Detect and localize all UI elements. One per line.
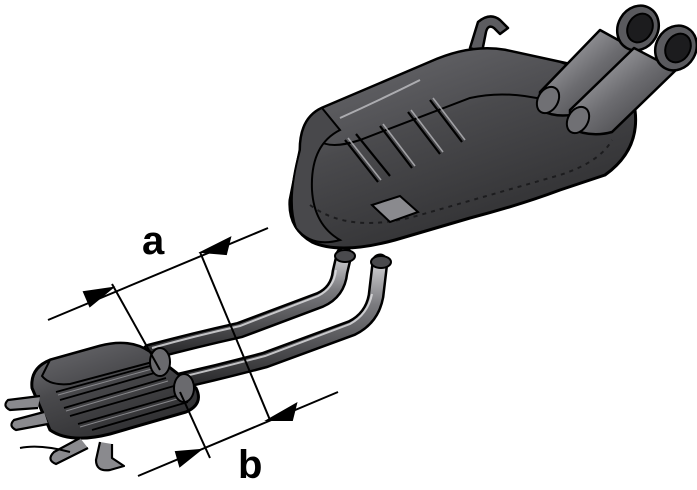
tail-pipes xyxy=(535,4,697,136)
rear-silencer-ribs xyxy=(344,99,463,183)
dimension-b xyxy=(137,391,339,477)
inlet-pipes xyxy=(4,394,126,472)
dimension-a-arrow-left xyxy=(82,286,116,308)
dimension-a-arrow-right xyxy=(198,236,232,256)
twin-pipes xyxy=(141,246,392,391)
front-silencer xyxy=(30,341,200,440)
dimension-b-arrow-right xyxy=(264,401,298,421)
dimension-a-line xyxy=(47,227,269,321)
dimension-b-line xyxy=(137,391,339,477)
dimension-b-label: b xyxy=(238,443,262,487)
mounting-bracket xyxy=(468,15,510,54)
dimension-a-extension-left xyxy=(111,283,161,371)
dimension-b-arrow-left xyxy=(174,448,204,468)
dimension-a xyxy=(47,227,271,421)
dimension-a-extension-right xyxy=(199,251,271,421)
dimension-a-label: a xyxy=(142,219,165,263)
